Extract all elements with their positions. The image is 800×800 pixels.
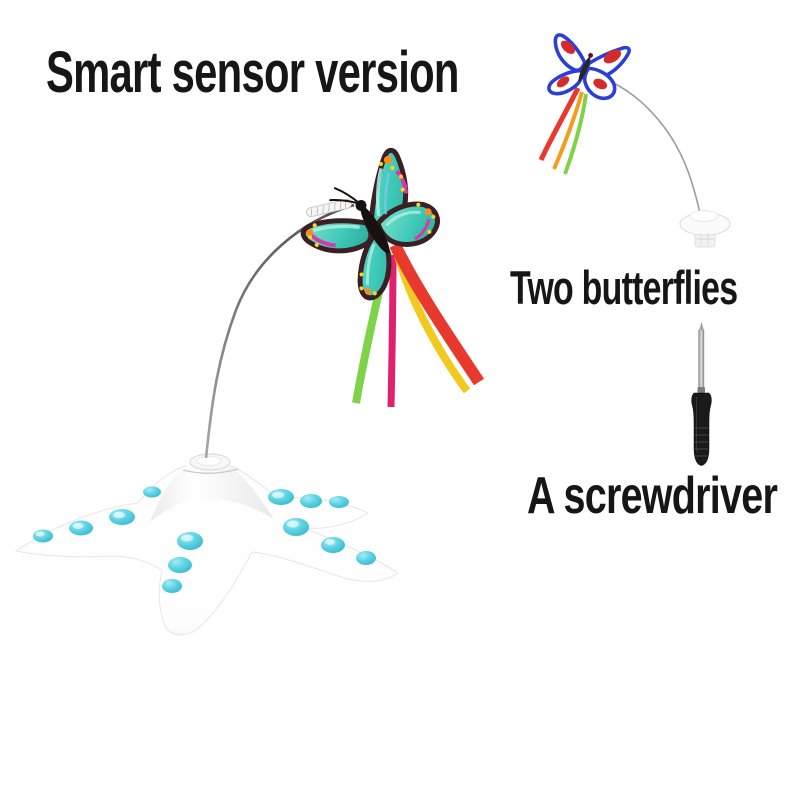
spare-wire	[591, 73, 702, 226]
label-a-screwdriver: A screwdriver	[527, 467, 778, 525]
spare-ribbons	[538, 86, 588, 175]
spare-butterfly	[547, 33, 631, 101]
spare-rotor-base	[679, 210, 731, 248]
screwdriver-collar	[697, 387, 705, 393]
spare-ribbon-orange	[552, 91, 584, 170]
screwdriver	[691, 322, 712, 466]
starfish-suction-dots	[33, 486, 376, 593]
spare-ribbon-green	[563, 93, 588, 175]
label-two-butterflies: Two butterflies	[510, 261, 738, 314]
page-title: Smart sensor version	[46, 44, 619, 102]
cone-seam	[182, 468, 239, 474]
starfish-base	[14, 453, 399, 636]
butterfly-body	[360, 206, 390, 254]
main-butterfly	[300, 147, 440, 301]
starfish-cone	[150, 462, 274, 522]
butterfly-wings	[300, 147, 440, 301]
ribbon-pink	[387, 254, 397, 408]
spare-toy	[538, 33, 731, 248]
spare-ribbon-red	[538, 86, 581, 162]
screwdriver-shaft	[698, 329, 705, 389]
page-title-text: Smart sensor version	[46, 40, 459, 105]
butterfly-antennae	[329, 187, 361, 205]
screwdriver-handle	[691, 392, 712, 466]
cone-top-inner	[196, 456, 222, 466]
ribbon-red	[389, 242, 485, 386]
